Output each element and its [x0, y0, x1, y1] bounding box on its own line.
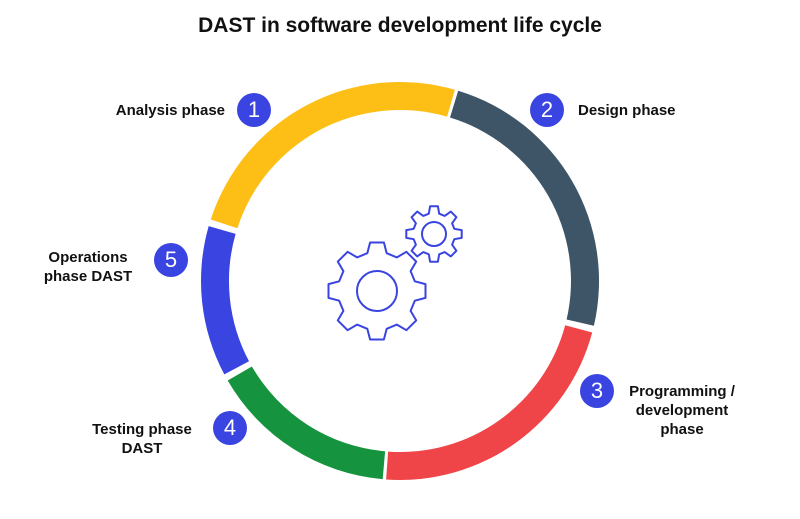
- phase-label-operations: Operations phase DAST: [28, 248, 148, 286]
- phase-number-2: 2: [530, 93, 564, 127]
- phase-label-line: Operations: [48, 249, 128, 266]
- phase-number-4: 4: [213, 411, 247, 445]
- large-gear-icon: [327, 241, 427, 341]
- phase-label-line: phase DAST: [43, 268, 133, 285]
- phase-number-3: 3: [580, 374, 614, 408]
- diagram-title: DAST in software development life cycle: [198, 14, 602, 37]
- phase-label-analysis: Analysis phase: [95, 101, 225, 120]
- phase-label-line: phase: [660, 421, 704, 438]
- small-gear-icon: [405, 205, 463, 263]
- segment-design: [450, 90, 600, 326]
- gears-icon: [327, 205, 463, 341]
- phase-label-line: Programming /: [629, 383, 735, 400]
- large-gear-hub: [356, 270, 398, 312]
- phase-label-testing: Testing phase DAST: [78, 420, 206, 458]
- phase-label-line: DAST: [121, 440, 163, 457]
- segment-operations: [200, 226, 249, 375]
- segment-programming: [386, 325, 593, 480]
- segment-analysis: [210, 81, 455, 229]
- phase-label-line: Analysis phase: [115, 102, 225, 119]
- segment-testing: [227, 366, 386, 480]
- phase-label-line: Testing phase: [92, 421, 192, 438]
- phase-label-programming: Programming / development phase: [612, 382, 752, 439]
- phase-label-design: Design phase: [578, 101, 708, 120]
- phase-label-line: Design phase: [578, 102, 676, 119]
- small-gear-hub: [421, 221, 447, 247]
- phase-number-1: 1: [237, 93, 271, 127]
- phase-number-5: 5: [154, 243, 188, 277]
- phase-label-line: development: [635, 402, 729, 419]
